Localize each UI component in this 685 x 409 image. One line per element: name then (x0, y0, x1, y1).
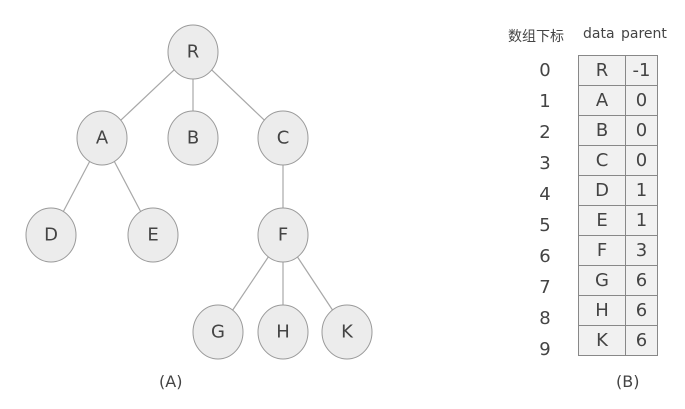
data-cell: H (578, 295, 626, 326)
tree-edge-r-c (211, 69, 265, 121)
tree-node-label: K (341, 322, 354, 343)
tree-node-g: G (192, 304, 244, 360)
parent-array-table: R -1 A 0 B 0 C 0 D 1 E 1 F 3 G 6 (578, 55, 658, 356)
index-cell: 1 (539, 91, 551, 112)
index-column: 0 1 2 3 4 5 6 7 8 9 (530, 55, 560, 365)
tree-node-label: E (147, 225, 158, 246)
tree-edge-f-k (297, 256, 333, 311)
tree-edge-a-e (113, 161, 142, 212)
tree-node-circle (167, 110, 219, 166)
parent-cell: 1 (625, 205, 658, 236)
index-cell: 7 (539, 277, 551, 298)
data-cell: R (578, 55, 626, 86)
table-row: E 1 (578, 205, 658, 236)
tree-node-k: K (321, 304, 373, 360)
parent-column-header: parent (621, 26, 667, 42)
tree-node-circle (257, 207, 309, 263)
tree-node-label: R (187, 42, 200, 63)
tree-node-circle (167, 24, 219, 80)
parent-cell: 1 (625, 175, 658, 206)
index-cell: 4 (539, 184, 551, 205)
index-cell: 9 (539, 339, 551, 360)
tree-node-label: H (276, 322, 290, 343)
data-column-header: data (583, 26, 615, 42)
index-cell: 8 (539, 308, 551, 329)
table-caption: (B) (616, 372, 640, 391)
tree-node-c: C (257, 110, 309, 166)
tree-node-circle (76, 110, 128, 166)
tree-node-e: E (127, 207, 179, 263)
index-column-header: 数组下标 (508, 29, 564, 45)
parent-cell: 3 (625, 235, 658, 266)
tree-node-circle (257, 304, 309, 360)
table-row: A 0 (578, 85, 658, 116)
parent-cell: 6 (625, 265, 658, 296)
table-row: R -1 (578, 55, 658, 86)
tree-edge-r-a (120, 69, 175, 121)
tree-node-r: R (167, 24, 219, 80)
tree-node-label: A (96, 128, 109, 149)
tree-edges (62, 69, 333, 311)
tree-node-label: D (44, 225, 58, 246)
parent-cell: -1 (625, 55, 658, 86)
index-cell: 2 (539, 122, 551, 143)
tree-node-circle (25, 207, 77, 263)
tree-node-circle (257, 110, 309, 166)
table-row: D 1 (578, 175, 658, 206)
data-cell: B (578, 115, 626, 146)
table-row: G 6 (578, 265, 658, 296)
tree-node-f: F (257, 207, 309, 263)
tree-node-d: D (25, 207, 77, 263)
tree-caption: (A) (159, 372, 183, 391)
table-row: H 6 (578, 295, 658, 326)
index-cell: 0 (539, 60, 551, 81)
tree-edge-f-g (232, 256, 269, 311)
index-cell: 6 (539, 246, 551, 267)
tree-node-circle (321, 304, 373, 360)
parent-cell: 6 (625, 325, 658, 356)
data-cell: G (578, 265, 626, 296)
tree-node-label: G (211, 322, 225, 343)
data-cell: K (578, 325, 626, 356)
tree-edge-a-d (62, 161, 91, 212)
data-cell: D (578, 175, 626, 206)
tree-node-h: H (257, 304, 309, 360)
tree-nodes: R A B C D E F G H K (25, 24, 373, 360)
tree-node-label: C (277, 128, 290, 149)
data-cell: C (578, 145, 626, 176)
tree-node-a: A (76, 110, 128, 166)
index-cell: 5 (539, 215, 551, 236)
table-row: K 6 (578, 325, 658, 356)
table-row: F 3 (578, 235, 658, 266)
tree-node-b: B (167, 110, 219, 166)
data-cell: E (578, 205, 626, 236)
tree-node-circle (192, 304, 244, 360)
parent-cell: 0 (625, 85, 658, 116)
data-cell: A (578, 85, 626, 116)
table-row: C 0 (578, 145, 658, 176)
tree-node-circle (127, 207, 179, 263)
tree-node-label: F (278, 225, 288, 246)
tree-node-label: B (187, 128, 199, 149)
parent-cell: 0 (625, 145, 658, 176)
parent-cell: 0 (625, 115, 658, 146)
table-row: B 0 (578, 115, 658, 146)
index-cell: 3 (539, 153, 551, 174)
parent-cell: 6 (625, 295, 658, 326)
data-cell: F (578, 235, 626, 266)
